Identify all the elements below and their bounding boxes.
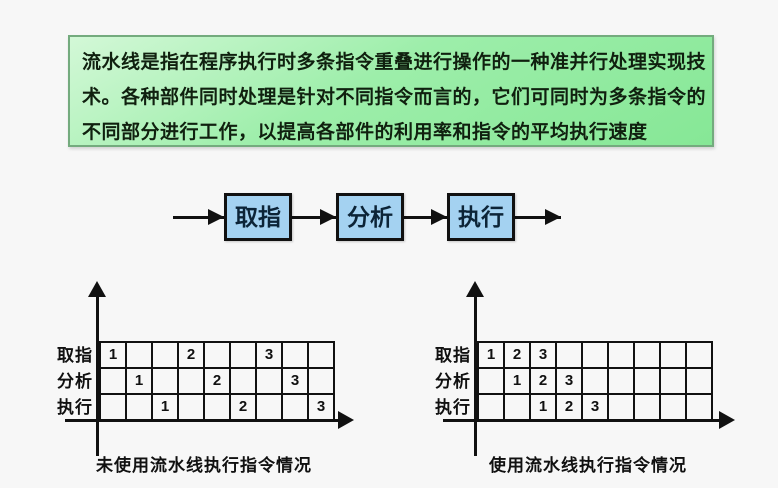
timing-grid-cell bbox=[609, 395, 635, 421]
timing-grid-cell bbox=[479, 395, 505, 421]
y-axis bbox=[96, 296, 99, 456]
timing-grid-cell bbox=[687, 369, 713, 395]
row-label-fetch: 取指 bbox=[435, 346, 471, 365]
row-label-decode: 分析 bbox=[435, 372, 471, 391]
timing-grid-row: 1 2 3 bbox=[101, 395, 335, 421]
stage-box-fetch: 取指 bbox=[224, 193, 292, 241]
info-text-line: 不同部分进行工作，以提高各部件的利用率和指令的平均执行速度 bbox=[82, 122, 648, 143]
timing-grid-cell bbox=[661, 369, 687, 395]
timing-grid-cell bbox=[127, 395, 153, 421]
stage-box-execute: 执行 bbox=[447, 193, 515, 241]
timing-grid-cell: 3 bbox=[557, 369, 583, 395]
timing-grid-cell: 1 bbox=[531, 395, 557, 421]
timing-grid-cell: 1 bbox=[505, 369, 531, 395]
timing-grid-cell bbox=[101, 395, 127, 421]
timing-grid-cell: 2 bbox=[505, 343, 531, 369]
timing-grid-cell: 1 bbox=[127, 369, 153, 395]
timing-grid-cell bbox=[557, 343, 583, 369]
timing-grid-cell bbox=[283, 395, 309, 421]
arrow-right-icon bbox=[320, 209, 336, 225]
info-text-line: 术。各种部件同时处理是针对不同指令而言的，它们可同时为多条指令的 bbox=[82, 87, 707, 108]
timing-grid-cell bbox=[205, 395, 231, 421]
timing-grid-cell: 2 bbox=[557, 395, 583, 421]
timing-grid-cell: 2 bbox=[205, 369, 231, 395]
timing-grid-cell bbox=[583, 369, 609, 395]
timing-grid-cell bbox=[179, 369, 205, 395]
timing-grid-cell bbox=[661, 343, 687, 369]
timing-grid-cell: 3 bbox=[531, 343, 557, 369]
row-label-execute: 执行 bbox=[57, 398, 93, 417]
arrow-right-icon bbox=[719, 411, 735, 429]
timing-grid-cell bbox=[609, 369, 635, 395]
row-label-fetch: 取指 bbox=[57, 346, 93, 365]
timing-grid-cell: 2 bbox=[531, 369, 557, 395]
timing-grid-cell: 1 bbox=[153, 395, 179, 421]
timing-grid-cell: 1 bbox=[479, 343, 505, 369]
row-label-decode: 分析 bbox=[57, 372, 93, 391]
timing-grid-cell bbox=[635, 395, 661, 421]
timing-grid-cell bbox=[309, 369, 335, 395]
timing-grid-cell bbox=[257, 369, 283, 395]
timing-grid-cell bbox=[635, 369, 661, 395]
timing-grid-cell bbox=[153, 369, 179, 395]
arrow-right-icon bbox=[338, 411, 354, 429]
timing-grid-cell bbox=[687, 343, 713, 369]
timing-grid-cell: 3 bbox=[283, 369, 309, 395]
y-axis bbox=[474, 296, 477, 456]
timing-grid-cell bbox=[231, 343, 257, 369]
timing-grid-cell bbox=[635, 343, 661, 369]
timing-grid-row: 1 2 3 bbox=[101, 369, 335, 395]
timing-grid-cell: 3 bbox=[257, 343, 283, 369]
timing-grid-cell bbox=[479, 369, 505, 395]
timing-grid-cell: 3 bbox=[583, 395, 609, 421]
timing-grid-cell bbox=[283, 343, 309, 369]
timing-grid-cell bbox=[231, 369, 257, 395]
timing-grid-cell bbox=[583, 343, 609, 369]
timing-grid-cell bbox=[101, 369, 127, 395]
chart-caption: 使用流水线执行指令情况 bbox=[489, 456, 687, 475]
arrow-right-icon bbox=[545, 209, 561, 225]
arrow-right-icon bbox=[208, 209, 224, 225]
timing-grid-row: 1 2 3 bbox=[101, 343, 335, 369]
timing-grid-cell bbox=[609, 343, 635, 369]
timing-grid-cell bbox=[127, 343, 153, 369]
timing-grid-cell: 2 bbox=[231, 395, 257, 421]
timing-grid-cell bbox=[687, 395, 713, 421]
stage-box-decode: 分析 bbox=[336, 193, 404, 241]
info-box: 流水线是指在程序执行时多条指令重叠进行操作的一种准并行处理实现技 术。各种部件同… bbox=[68, 35, 714, 147]
arrow-right-icon bbox=[431, 209, 447, 225]
timing-grid-cell bbox=[257, 395, 283, 421]
timing-grid-cell bbox=[153, 343, 179, 369]
info-text-line: 流水线是指在程序执行时多条指令重叠进行操作的一种准并行处理实现技 bbox=[82, 52, 707, 73]
timing-grid-cell bbox=[309, 343, 335, 369]
timing-grid-cell: 3 bbox=[309, 395, 335, 421]
timing-grid-cell bbox=[505, 395, 531, 421]
arrow-up-icon bbox=[88, 281, 106, 297]
chart-caption: 未使用流水线执行指令情况 bbox=[96, 456, 312, 475]
arrow-up-icon bbox=[466, 281, 484, 297]
timing-grid-cell bbox=[661, 395, 687, 421]
timing-grid-cell: 2 bbox=[179, 343, 205, 369]
row-label-execute: 执行 bbox=[435, 398, 471, 417]
timing-grid-cell: 1 bbox=[101, 343, 127, 369]
timing-grid-cell bbox=[205, 343, 231, 369]
timing-grid-cell bbox=[179, 395, 205, 421]
